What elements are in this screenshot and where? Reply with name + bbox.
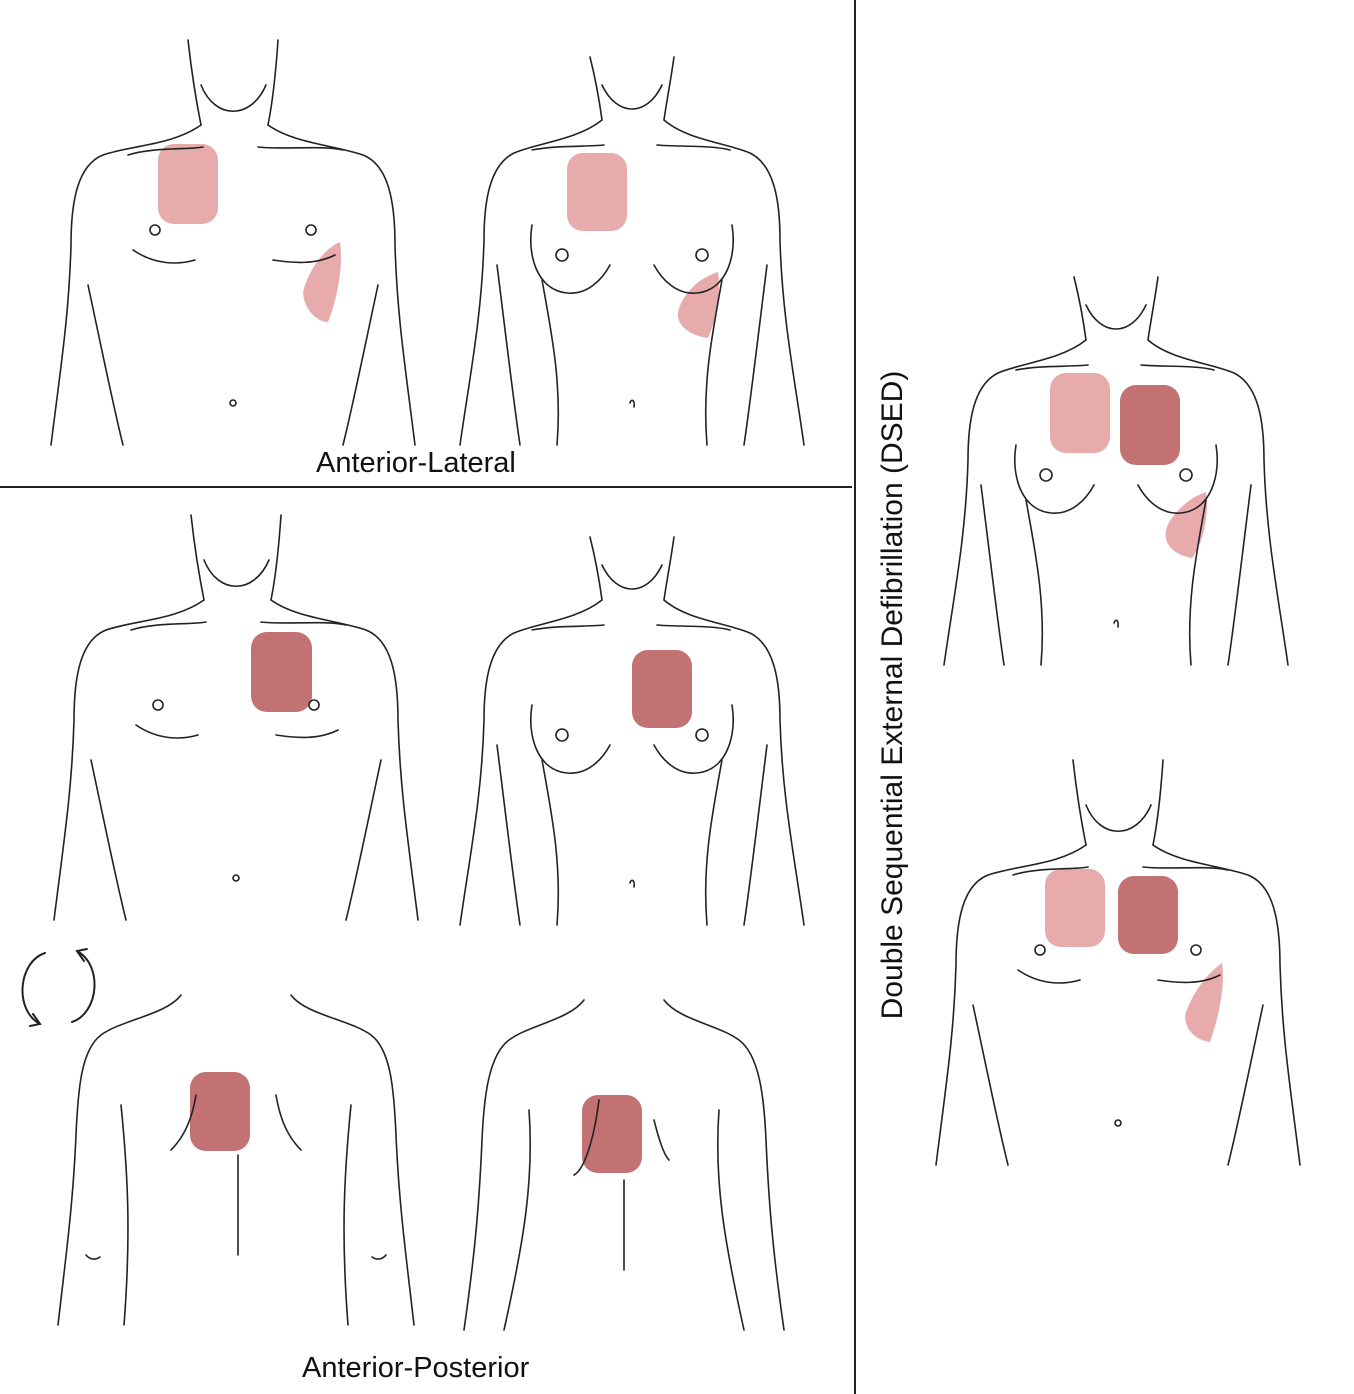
ap-female-posterior-pad [582, 1095, 642, 1173]
dsed-male-figure [935, 759, 1301, 1166]
dsed-male-dark-pad [1118, 876, 1178, 954]
dsed-female-light-pad [1050, 373, 1110, 453]
rotate-arrows-icon [21, 948, 96, 1027]
ap-female-front-figure [459, 536, 805, 926]
al-female-figure [459, 56, 805, 446]
al-male-sternal-pad [158, 144, 218, 224]
ap-male-back-figure [57, 994, 415, 1326]
ap-male-front-figure [53, 514, 419, 921]
al-female-sternal-pad [567, 153, 627, 231]
anterior-posterior-label: Anterior-Posterior [302, 1352, 530, 1384]
ap-male-anterior-pad [251, 632, 312, 712]
dsed-male-apical-pad [1185, 963, 1223, 1042]
ap-female-anterior-pad [632, 650, 692, 728]
dsed-female-dark-pad [1120, 385, 1180, 465]
ap-female-back-figure [463, 999, 785, 1331]
ap-male-posterior-pad [190, 1072, 250, 1151]
al-male-figure [50, 39, 416, 446]
al-female-apical-pad [677, 272, 720, 338]
anterior-lateral-label: Anterior-Lateral [316, 447, 516, 479]
al-male-apical-pad [303, 242, 341, 322]
dsed-female-figure [943, 276, 1289, 666]
dsed-label: Double Sequential External Defibrillatio… [876, 370, 909, 1020]
dsed-male-light-pad [1045, 869, 1105, 947]
